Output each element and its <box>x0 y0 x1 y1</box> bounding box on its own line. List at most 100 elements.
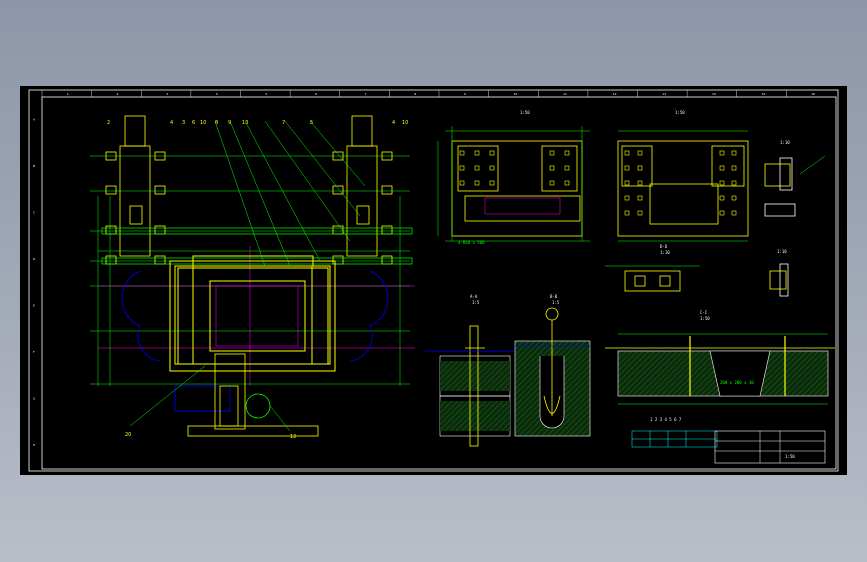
section-bb: B-B 1:5 <box>514 294 591 437</box>
svg-text:8: 8 <box>215 120 218 126</box>
frame-grid-side: A B C D E F G H <box>33 117 36 447</box>
bolt-marker <box>489 180 495 186</box>
bolt-marker <box>719 195 725 201</box>
svg-text:2: 2 <box>107 120 110 126</box>
label-title-label: 1:50 <box>785 454 795 459</box>
label-dd: D-D <box>660 244 668 249</box>
bolt-marker <box>474 180 480 186</box>
grid-label-top: 12 <box>613 92 617 96</box>
grid-label-side: B <box>33 164 35 168</box>
bolt-marker <box>731 180 737 186</box>
bolt-marker <box>719 150 725 156</box>
label-bb: B-B <box>550 294 558 299</box>
svg-text:10: 10 <box>402 120 408 126</box>
svg-text:5: 5 <box>310 120 313 126</box>
label-aa-scale: 1:5 <box>472 300 480 305</box>
label-aa: A-A <box>470 294 478 299</box>
bolt-marker <box>637 180 643 186</box>
bolt-marker <box>489 150 495 156</box>
detail-views-right: 1:10 1:10 <box>764 140 826 297</box>
bolt-marker <box>637 150 643 156</box>
label-bb-scale: 1:5 <box>552 300 560 305</box>
grid-label-top: 2 <box>116 92 118 96</box>
bolt-marker <box>731 150 737 156</box>
grid-label-side: E <box>33 303 35 307</box>
bolt-marker <box>637 195 643 201</box>
svg-text:20: 20 <box>125 432 131 438</box>
inner-frame <box>41 96 837 470</box>
grid-label-top: 16 <box>811 92 815 96</box>
right-bolt-array <box>624 150 737 216</box>
svg-text:13: 13 <box>242 120 248 126</box>
title-block: 1:50 <box>714 430 826 464</box>
label-mid-note: 4-M20 x 500 <box>458 240 485 245</box>
bolt-marker <box>624 150 630 156</box>
label-cc-scale: 1:50 <box>700 316 710 321</box>
grid-label-side: G <box>33 396 36 400</box>
label-detail-1: 1:10 <box>780 140 790 145</box>
grid-label-top: 7 <box>365 92 367 96</box>
mid-bolt-array <box>459 150 570 186</box>
bolt-marker <box>564 165 570 171</box>
bolt-marker <box>731 165 737 171</box>
svg-text:10: 10 <box>200 120 206 126</box>
grid-label-top: 4 <box>216 92 218 96</box>
bolt-marker <box>719 180 725 186</box>
svg-text:12: 12 <box>290 434 296 440</box>
mid-top-view: 1:50 4-M20 x 500 <box>437 110 590 245</box>
bolt-marker <box>459 180 465 186</box>
label-table-head: 1 2 3 4 5 6 7 <box>650 417 682 422</box>
bolt-marker <box>459 150 465 156</box>
grid-label-top: 9 <box>464 92 466 96</box>
grid-label-top: 13 <box>662 92 666 96</box>
grid-label-top: 3 <box>166 92 168 96</box>
grid-label-top: 1 <box>67 92 69 96</box>
grid-label-side: F <box>33 350 35 354</box>
bolt-marker <box>474 150 480 156</box>
bolt-marker <box>731 195 737 201</box>
bolt-marker <box>624 195 630 201</box>
grid-label-side: C <box>33 210 35 214</box>
bolt-marker <box>637 210 643 216</box>
bolt-marker <box>719 165 725 171</box>
bolt-marker <box>624 165 630 171</box>
grid-label-side: H <box>33 443 35 447</box>
label-bottom-note: 200 x 200 x 10 <box>720 380 754 385</box>
grid-label-top: 14 <box>712 92 716 96</box>
bolt-marker <box>637 165 643 171</box>
section-cc: C-C 1:50 200 x 200 x 10 <box>605 310 835 405</box>
section-aa: A-A 1:5 <box>425 294 525 447</box>
grid-label-top: 6 <box>315 92 317 96</box>
label-dd-scale: 1:10 <box>660 250 670 255</box>
bolt-marker <box>459 165 465 171</box>
bolt-marker <box>564 180 570 186</box>
grid-label-top: 11 <box>563 92 567 96</box>
bolt-marker <box>474 165 480 171</box>
grid-label-top: 10 <box>513 92 517 96</box>
small-schedule-table: 1 2 3 4 5 6 7 <box>631 417 718 448</box>
grid-label-side: D <box>33 257 36 261</box>
svg-text:3: 3 <box>182 120 185 126</box>
svg-text:4: 4 <box>170 120 173 126</box>
bolt-marker <box>564 150 570 156</box>
outer-frame <box>28 89 839 472</box>
svg-text:6: 6 <box>192 120 195 126</box>
grid-label-top: 15 <box>762 92 766 96</box>
bolt-marker <box>549 180 555 186</box>
bolt-marker <box>624 180 630 186</box>
svg-text:9: 9 <box>228 120 231 126</box>
bolt-marker <box>719 210 725 216</box>
svg-text:4: 4 <box>392 120 395 126</box>
bolt-marker <box>549 165 555 171</box>
grid-label-top: 5 <box>265 92 267 96</box>
grid-label-top: 8 <box>414 92 416 96</box>
right-top-view: 1:50 <box>617 110 749 242</box>
grid-label-side: A <box>33 117 36 121</box>
label-cc: C-C <box>700 310 708 315</box>
bolt-marker <box>624 210 630 216</box>
bolt-marker <box>731 210 737 216</box>
